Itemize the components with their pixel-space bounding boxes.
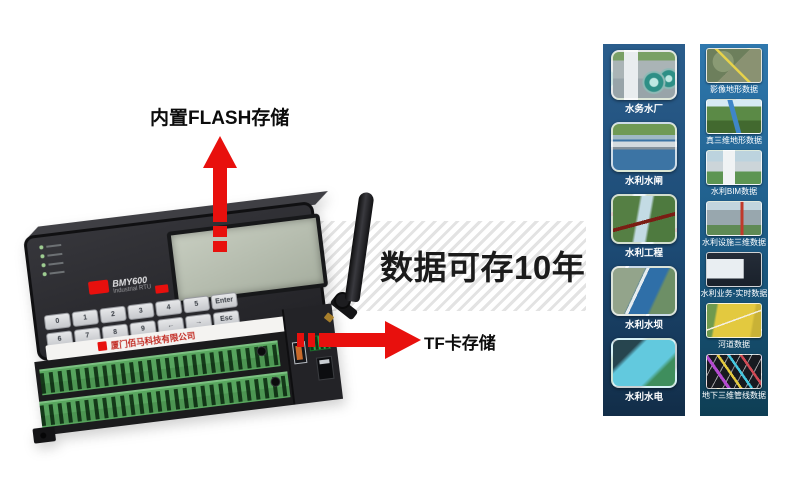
list-item: 水利工程 xyxy=(611,188,677,260)
key-1: 1 xyxy=(71,309,100,328)
lcd-screen xyxy=(166,213,329,306)
arrow-head xyxy=(385,321,421,359)
left-column-items: 水务水厂水利水闸水利工程水利水坝水利水电 xyxy=(603,44,685,416)
list-item: 地下三维管线数据 xyxy=(702,350,766,401)
list-item: 水利业务-实时数据 xyxy=(700,248,768,299)
thumb-hydro-image xyxy=(611,338,677,388)
thumb-label: 水利工程 xyxy=(624,248,663,259)
led-indicator xyxy=(40,252,63,259)
list-item: 水务水厂 xyxy=(611,44,677,116)
red-badge xyxy=(154,284,169,294)
thumb-bim-image xyxy=(706,150,762,185)
thumb-river-image xyxy=(706,303,762,338)
thumb-label: 水务水厂 xyxy=(624,104,663,115)
right-column-items: 影像地形数据真三维地形数据水利BIM数据水利设施三维数据水利业务-实时数据河道数… xyxy=(700,44,768,416)
mounting-ear xyxy=(32,426,57,444)
thumb-label: 真三维地形数据 xyxy=(706,136,762,145)
status-leds xyxy=(39,243,65,277)
list-item: 水利水闸 xyxy=(611,116,677,188)
brand-block: BMY600 Industrial RTU xyxy=(87,274,152,298)
thumb-label: 水利BIM数据 xyxy=(710,187,758,196)
flash-arrow-icon xyxy=(203,136,237,256)
company-logo-icon xyxy=(97,341,108,352)
thumb-sluice-image xyxy=(611,122,677,172)
led-indicator xyxy=(42,270,65,277)
list-item: 影像地形数据 xyxy=(706,44,762,95)
key-4: 4 xyxy=(154,298,183,317)
tf-arrow-icon xyxy=(297,321,421,359)
thumb-label: 水利水电 xyxy=(624,392,663,403)
left-image-column: 水务水厂水利水闸水利工程水利水坝水利水电 xyxy=(603,44,685,416)
list-item: 水利水电 xyxy=(611,332,677,404)
thumb-label: 水利设施三维数据 xyxy=(702,238,766,247)
thumb-facility-image xyxy=(706,201,762,236)
thumb-label: 河道数据 xyxy=(718,340,750,349)
list-item: 水利水坝 xyxy=(611,260,677,332)
key-Enter: Enter xyxy=(210,291,239,311)
thumb-realtime-image xyxy=(705,252,762,287)
thumb-label: 水利水闸 xyxy=(624,176,663,187)
thumb-project-image xyxy=(611,194,677,244)
list-item: 真三维地形数据 xyxy=(706,95,762,146)
key-3: 3 xyxy=(127,302,155,321)
list-item: 河道数据 xyxy=(706,299,762,350)
arrow-shaft xyxy=(319,333,387,347)
list-item: 水利BIM数据 xyxy=(706,146,762,197)
led-indicator xyxy=(39,243,62,250)
thumb-label: 水利水坝 xyxy=(624,320,663,331)
thumb-label: 水利业务-实时数据 xyxy=(700,289,768,298)
thumb-terrain3d-image xyxy=(706,99,762,134)
thumb-label: 影像地形数据 xyxy=(710,85,758,94)
key-2: 2 xyxy=(99,305,127,324)
tf-storage-label: TF卡存储 xyxy=(424,334,496,353)
arrow-dash xyxy=(213,241,227,252)
thumb-pipes-image xyxy=(706,354,762,389)
arrow-shaft xyxy=(213,166,227,222)
flash-storage-label: 内置FLASH存储 xyxy=(150,108,290,129)
thumb-sat-image xyxy=(706,48,762,83)
key-5: 5 xyxy=(182,295,211,314)
tf-card-slot xyxy=(315,355,335,381)
right-image-column: 影像地形数据真三维地形数据水利BIM数据水利设施三维数据水利业务-实时数据河道数… xyxy=(700,44,768,416)
arrow-dash xyxy=(213,226,227,237)
arrow-head xyxy=(203,136,237,168)
arrow-dash xyxy=(297,333,304,347)
led-indicator xyxy=(41,261,64,268)
banner-text: 数据可存10年 xyxy=(380,249,586,286)
thumb-plant-image xyxy=(611,50,677,100)
key-0: 0 xyxy=(43,312,72,331)
list-item: 水利设施三维数据 xyxy=(702,197,766,248)
thumb-label: 地下三维管线数据 xyxy=(702,391,766,400)
thumb-dam-image xyxy=(611,266,677,316)
brand-logo-icon xyxy=(87,279,110,295)
arrow-dash xyxy=(308,333,315,347)
